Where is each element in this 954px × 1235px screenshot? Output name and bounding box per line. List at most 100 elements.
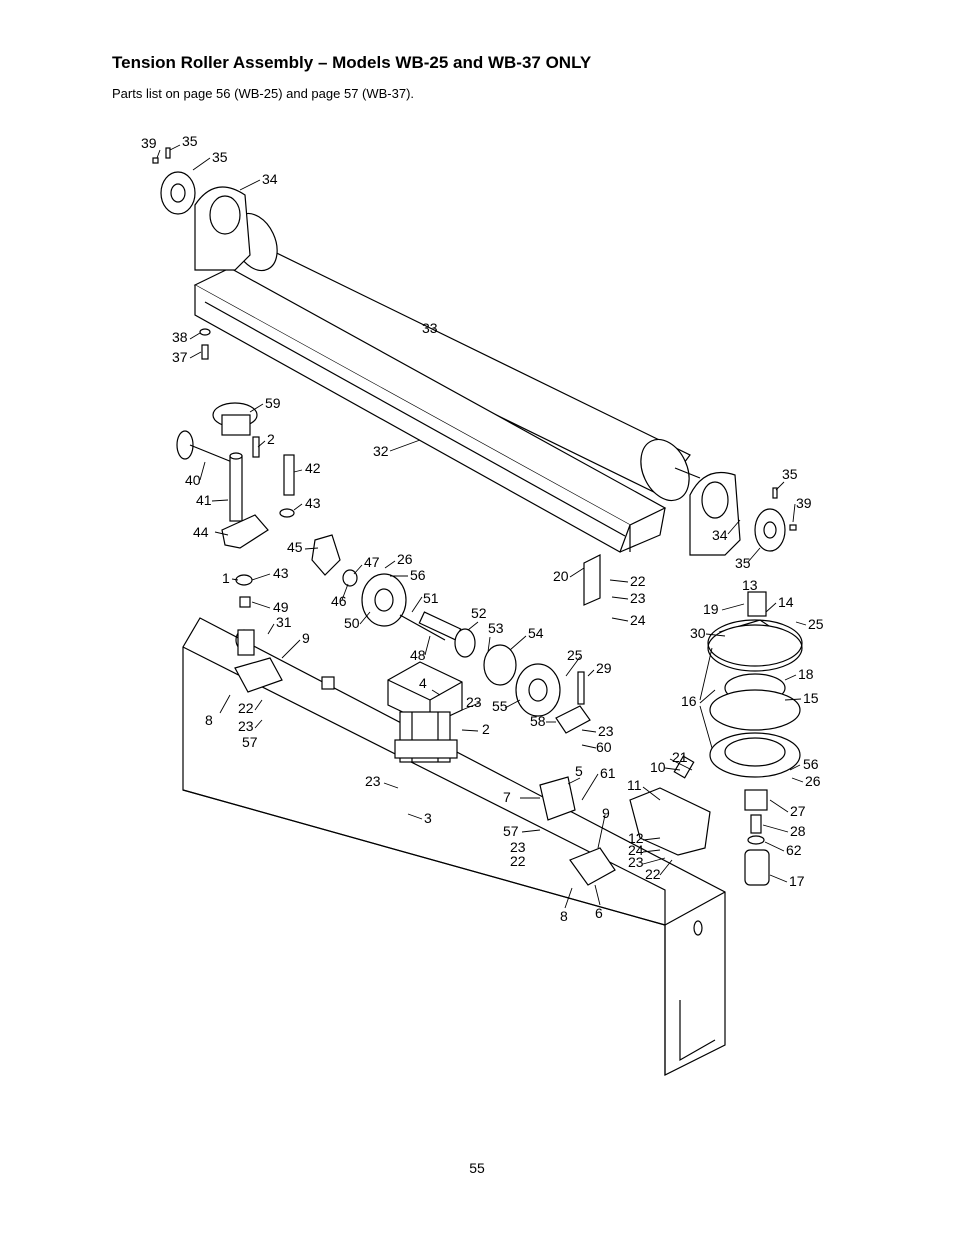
callout-label: 9 — [602, 805, 610, 821]
callout-label: 35 — [212, 149, 228, 165]
callout-label: 45 — [287, 539, 303, 555]
callout-label: 62 — [786, 842, 802, 858]
callout-label: 39 — [141, 135, 157, 151]
callout-label: 24 — [628, 842, 644, 858]
callout-label: 20 — [553, 568, 569, 584]
callout-label: 49 — [273, 599, 289, 615]
callout-label: 5 — [575, 763, 583, 779]
callout-label: 33 — [422, 320, 438, 336]
callout-label: 23 — [466, 694, 482, 710]
callout-label: 41 — [196, 492, 212, 508]
callout-label: 46 — [331, 593, 347, 609]
callout-label: 50 — [344, 615, 360, 631]
left-bearing-block — [152, 147, 251, 271]
callout-label: 16 — [681, 693, 697, 709]
callout-label: 43 — [305, 495, 321, 511]
callout-label: 19 — [703, 601, 719, 617]
callout-label: 26 — [805, 773, 821, 789]
bolt-37-38 — [199, 328, 211, 360]
callout-label: 15 — [803, 690, 819, 706]
callout-label: 40 — [185, 472, 201, 488]
callout-label: 28 — [790, 823, 806, 839]
callout-label: 25 — [567, 647, 583, 663]
callout-label: 59 — [265, 395, 281, 411]
brake-disc-assembly — [707, 591, 803, 886]
callout-label: 48 — [410, 647, 426, 663]
callout-label: 11 — [627, 777, 642, 793]
callout-label: 30 — [690, 625, 706, 641]
callout-label: 54 — [528, 625, 544, 641]
callout-label: 17 — [789, 873, 805, 889]
callout-label: 61 — [600, 765, 616, 781]
callout-label: 55 — [492, 698, 508, 714]
callout-label: 8 — [560, 908, 568, 924]
callout-label: 47 — [364, 554, 380, 570]
callout-label: 4 — [419, 675, 427, 691]
callout-label: 22 — [645, 866, 661, 882]
callout-label: 22 — [630, 573, 646, 589]
callout-label: 44 — [193, 524, 209, 540]
callout-label: 51 — [423, 590, 439, 606]
callout-label: 3 — [424, 810, 432, 826]
callout-label: 24 — [630, 612, 646, 628]
callout-labels: 39 35 35 34 33 38 37 32 59 2 42 43 40 41… — [141, 133, 824, 924]
brackets — [555, 554, 601, 734]
callout-label: 1 — [222, 570, 230, 586]
callout-label: 60 — [596, 739, 612, 755]
callout-label: 43 — [273, 565, 289, 581]
callout-label: 8 — [205, 712, 213, 728]
callout-label: 23 — [628, 854, 644, 870]
callout-label: 58 — [530, 713, 546, 729]
callout-label: 26 — [397, 551, 413, 567]
center-linkage — [311, 534, 561, 717]
callout-label: 22 — [238, 700, 254, 716]
callout-label: 23 — [598, 723, 614, 739]
callout-label: 52 — [471, 605, 487, 621]
callout-label: 18 — [798, 666, 814, 682]
air-cylinder — [321, 661, 463, 763]
callout-label: 35 — [735, 555, 751, 571]
right-bearing-block — [689, 471, 797, 556]
roller-frame-rail — [193, 267, 667, 553]
callout-label: 32 — [373, 443, 389, 459]
callout-label: 9 — [302, 630, 310, 646]
callout-label: 57 — [503, 823, 519, 839]
callout-label: 23 — [510, 839, 526, 855]
callout-label: 34 — [712, 527, 728, 543]
callout-label: 7 — [503, 789, 511, 805]
callout-label: 37 — [172, 349, 188, 365]
page-number: 55 — [469, 1160, 485, 1176]
callout-label: 29 — [596, 660, 612, 676]
callout-label: 53 — [488, 620, 504, 636]
callout-label: 2 — [267, 431, 275, 447]
callout-label: 2 — [482, 721, 490, 737]
callout-label: 25 — [808, 616, 824, 632]
callout-label: 39 — [796, 495, 812, 511]
lower-linkage — [234, 657, 711, 886]
callout-label: 56 — [410, 567, 426, 583]
callout-label: 35 — [782, 466, 798, 482]
leader-lines — [156, 144, 807, 909]
callout-label: 38 — [172, 329, 188, 345]
page-title: Tension Roller Assembly – Models WB-25 a… — [112, 53, 592, 72]
callout-label: 35 — [182, 133, 198, 149]
callout-label: 31 — [276, 614, 292, 630]
callout-label: 6 — [595, 905, 603, 921]
callout-label: 21 — [672, 749, 688, 765]
callout-label: 12 — [628, 830, 644, 846]
callout-label: 13 — [742, 577, 758, 593]
callout-label: 22 — [510, 853, 526, 869]
callout-label: 23 — [365, 773, 381, 789]
callout-label: 23 — [630, 590, 646, 606]
parts-list-reference: Parts list on page 56 (WB-25) and page 5… — [112, 86, 415, 101]
callout-label: 14 — [778, 594, 794, 610]
pivot-shaft-assembly — [176, 402, 295, 656]
callout-label: 27 — [790, 803, 806, 819]
callout-label: 56 — [803, 756, 819, 772]
callout-label: 23 — [238, 718, 254, 734]
callout-label: 10 — [650, 759, 666, 775]
callout-label: 42 — [305, 460, 321, 476]
callout-label: 57 — [242, 734, 258, 750]
callout-label: 34 — [262, 171, 278, 187]
